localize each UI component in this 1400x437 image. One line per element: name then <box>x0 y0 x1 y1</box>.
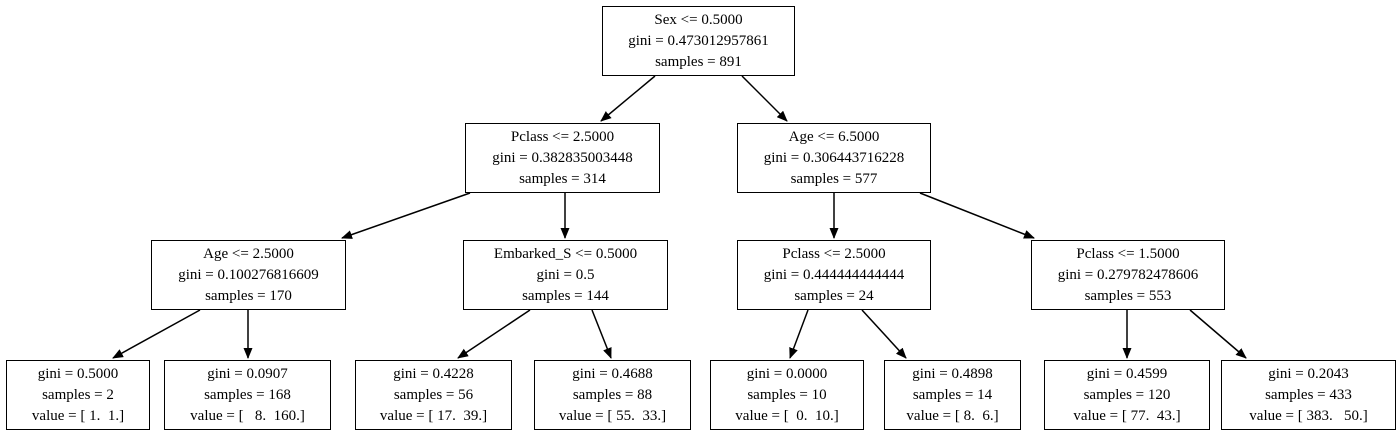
tree-node-age-ll: Age <= 2.5000 gini = 0.100276816609 samp… <box>151 240 346 310</box>
node-gini-label: gini = 0.0000 <box>746 365 828 382</box>
node-gini-label: gini = 0.0907 <box>207 365 288 382</box>
node-gini-label: gini = 0.5 <box>536 266 595 283</box>
node-samples-label: samples = 144 <box>522 287 609 304</box>
node-condition-label: Sex <= 0.5000 <box>654 11 743 28</box>
tree-leaf-7: gini = 0.4599 samples = 120 value = [ 77… <box>1044 360 1210 430</box>
tree-node-pclass-left: Pclass <= 2.5000 gini = 0.382835003448 s… <box>465 123 660 193</box>
node-samples-label: samples = 170 <box>205 287 292 304</box>
node-value-label: value = [ 1. 1.] <box>31 407 125 424</box>
edge-root-right <box>741 75 788 122</box>
tree-leaf-6: gini = 0.4898 samples = 14 value = [ 8. … <box>884 360 1021 430</box>
node-samples-label: samples = 314 <box>519 170 606 187</box>
node-samples-label: samples = 168 <box>204 386 291 403</box>
node-samples-label: samples = 14 <box>912 386 993 403</box>
node-condition-label: Embarked_S <= 0.5000 <box>493 245 638 262</box>
node-condition-label: Pclass <= 2.5000 <box>782 245 886 262</box>
tree-leaf-4: gini = 0.4688 samples = 88 value = [ 55.… <box>534 360 691 430</box>
node-value-label: value = [ 383. 50.] <box>1249 407 1368 424</box>
edge-rr-leaf8 <box>1189 309 1247 359</box>
tree-node-embarked-lr: Embarked_S <= 0.5000 gini = 0.5 samples … <box>463 240 668 310</box>
edge-ll-leaf1 <box>112 309 201 359</box>
node-condition-label: Age <= 2.5000 <box>203 245 294 262</box>
tree-node-root: Sex <= 0.5000 gini = 0.473012957861 samp… <box>602 6 795 76</box>
edge-rl-leaf6 <box>861 309 907 359</box>
node-condition-label: Pclass <= 1.5000 <box>1076 245 1180 262</box>
node-gini-label: gini = 0.4688 <box>572 365 653 382</box>
edge-lr-leaf4 <box>591 309 612 359</box>
tree-node-pclass-rl: Pclass <= 2.5000 gini = 0.444444444444 s… <box>737 240 931 310</box>
tree-leaf-5: gini = 0.0000 samples = 10 value = [ 0. … <box>710 360 864 430</box>
tree-node-age-right: Age <= 6.5000 gini = 0.306443716228 samp… <box>737 123 931 193</box>
node-gini-label: gini = 0.4898 <box>912 365 993 382</box>
node-condition-label: Age <= 6.5000 <box>788 128 880 145</box>
node-value-label: value = [ 0. 10.] <box>735 407 839 424</box>
node-samples-label: samples = 577 <box>790 170 878 187</box>
node-condition-label: Pclass <= 2.5000 <box>510 128 615 145</box>
node-samples-label: samples = 891 <box>655 53 742 70</box>
node-gini-label: gini = 0.5000 <box>37 365 119 382</box>
edge-l-ll <box>341 192 471 239</box>
node-samples-label: samples = 553 <box>1084 287 1172 304</box>
tree-leaf-2: gini = 0.0907 samples = 168 value = [ 8.… <box>164 360 331 430</box>
edge-root-left <box>600 75 656 122</box>
node-gini-label: gini = 0.4228 <box>393 365 474 382</box>
node-value-label: value = [ 8. 6.] <box>906 407 999 424</box>
node-gini-label: gini = 0.306443716228 <box>763 149 905 166</box>
node-gini-label: gini = 0.100276816609 <box>178 266 319 283</box>
node-samples-label: samples = 24 <box>794 287 874 304</box>
tree-leaf-1: gini = 0.5000 samples = 2 value = [ 1. 1… <box>6 360 150 430</box>
node-value-label: value = [ 8. 160.] <box>190 407 305 424</box>
node-samples-label: samples = 2 <box>42 386 114 403</box>
node-gini-label: gini = 0.382835003448 <box>492 149 633 166</box>
node-gini-label: gini = 0.2043 <box>1268 365 1349 382</box>
tree-leaf-3: gini = 0.4228 samples = 56 value = [ 17.… <box>355 360 512 430</box>
tree-leaf-8: gini = 0.2043 samples = 433 value = [ 38… <box>1221 360 1396 430</box>
node-value-label: value = [ 17. 39.] <box>379 407 488 424</box>
node-samples-label: samples = 56 <box>393 386 474 403</box>
node-samples-label: samples = 88 <box>572 386 653 403</box>
edge-rl-leaf5 <box>789 309 809 359</box>
edge-r-rr <box>919 192 1035 239</box>
node-value-label: value = [ 55. 33.] <box>558 407 667 424</box>
node-samples-label: samples = 10 <box>747 386 827 403</box>
tree-node-pclass-rr: Pclass <= 1.5000 gini = 0.279782478606 s… <box>1031 240 1225 310</box>
node-value-label: value = [ 77. 43.] <box>1073 407 1181 424</box>
node-gini-label: gini = 0.4599 <box>1086 365 1168 382</box>
edge-lr-leaf3 <box>457 309 531 359</box>
node-samples-label: samples = 120 <box>1083 386 1171 403</box>
node-gini-label: gini = 0.473012957861 <box>628 32 769 49</box>
node-gini-label: gini = 0.444444444444 <box>763 266 905 283</box>
node-gini-label: gini = 0.279782478606 <box>1057 266 1199 283</box>
node-samples-label: samples = 433 <box>1265 386 1352 403</box>
